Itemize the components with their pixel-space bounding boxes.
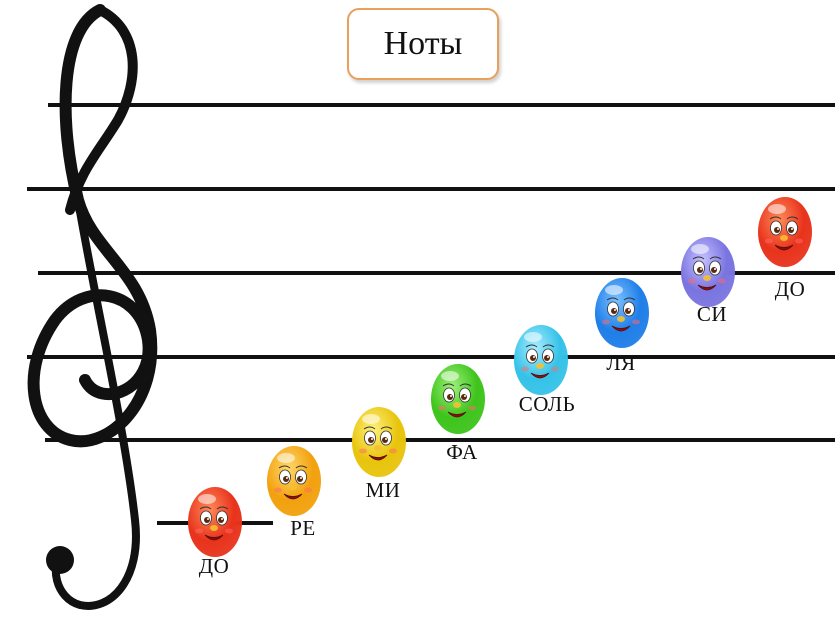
note-face-5: [513, 323, 569, 397]
note-label-2: РЕ: [290, 516, 316, 540]
staff-line-3: [38, 271, 835, 275]
staff-line-5: [45, 438, 835, 442]
note-label-1: ДО: [198, 554, 230, 578]
page-title: Ноты: [383, 25, 463, 62]
note-face-6: [594, 276, 650, 350]
note-label-7: СИ: [696, 302, 728, 326]
title-box: Ноты: [347, 8, 499, 80]
treble-clef-icon: [27, 4, 158, 610]
note-face-1: [187, 485, 243, 559]
note-face-7: [680, 235, 736, 309]
note-face-2: [266, 444, 322, 518]
note-label-6: ЛЯ: [606, 351, 636, 375]
note-label-5: СОЛЬ: [518, 392, 576, 416]
staff-line-2: [27, 187, 835, 191]
staff-line-1: [48, 103, 835, 107]
note-face-4: [430, 362, 486, 436]
note-face-3: [351, 405, 407, 479]
note-face-8: [757, 195, 813, 269]
staff-line-4: [27, 355, 835, 359]
note-label-8: ДО: [774, 277, 806, 301]
note-label-3: МИ: [365, 478, 401, 502]
note-label-4: ФА: [446, 440, 478, 464]
